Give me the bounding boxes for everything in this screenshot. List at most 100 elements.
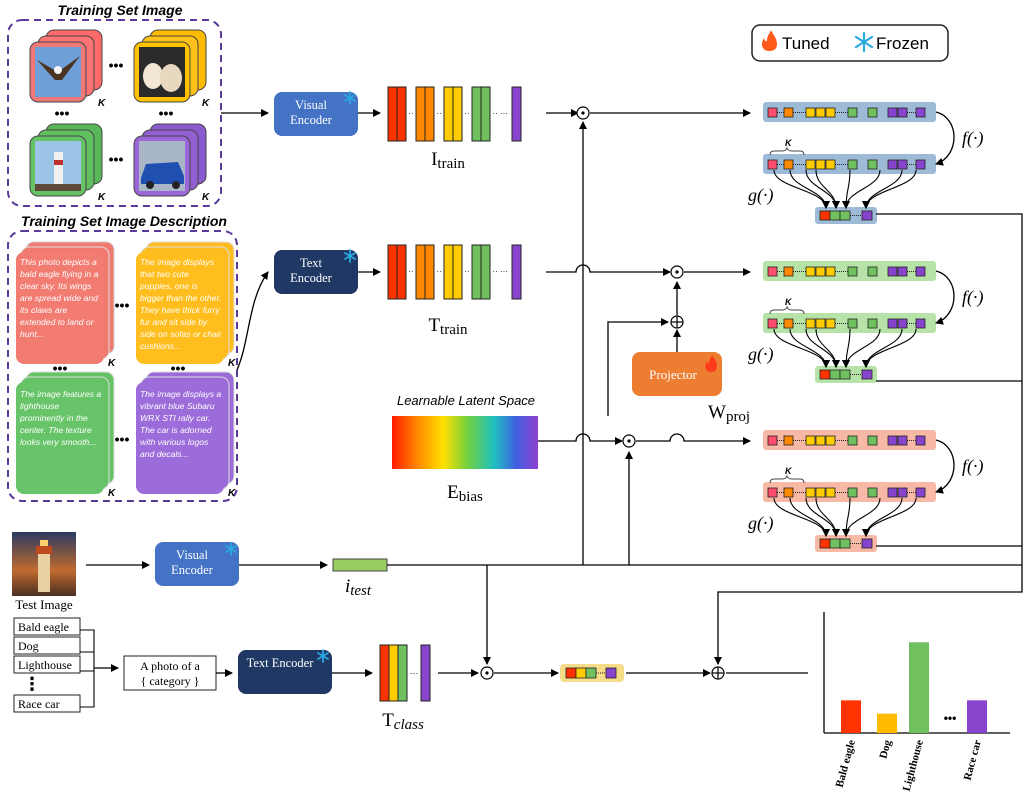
k-label: K — [108, 358, 116, 369]
label-test-image: Test Image — [15, 597, 72, 612]
token-cell — [897, 266, 908, 277]
desc-text-puppies: The image displays that two cute puppies… — [140, 257, 222, 351]
tick-label: Race car — [962, 739, 984, 782]
token-cell — [847, 107, 858, 118]
k-label: K — [98, 192, 106, 203]
token-cell — [915, 107, 926, 118]
token-cell — [897, 487, 908, 498]
token-cell — [897, 159, 908, 170]
token-cell — [887, 487, 898, 498]
label-latent-space: Learnable Latent Space — [397, 393, 535, 408]
test-image — [12, 532, 76, 596]
k-label: K — [98, 98, 106, 109]
ellipsis: ••• — [109, 57, 124, 73]
feature-column — [452, 244, 463, 300]
train-image-car — [133, 123, 207, 197]
token-cell — [847, 487, 858, 498]
class-box — [13, 655, 81, 674]
feature-column — [396, 86, 407, 142]
token-cell — [847, 435, 858, 446]
token-cell — [815, 318, 826, 329]
k-label: K — [202, 98, 210, 109]
svg-text:···: ··· — [500, 267, 508, 276]
token-cell — [767, 487, 778, 498]
ellipsis: ••• — [55, 105, 70, 121]
train-image-eagle — [29, 29, 103, 103]
ellipsis: ••• — [115, 431, 130, 447]
token-cell — [819, 210, 831, 221]
token-cell — [825, 318, 836, 329]
feature-column — [480, 244, 491, 300]
fused-logit-feature — [560, 664, 624, 682]
f-function-label: f(·) — [962, 128, 984, 149]
token-cell — [839, 538, 851, 549]
class-box — [13, 694, 81, 713]
token-cell — [825, 435, 836, 446]
token-cell — [805, 107, 816, 118]
token-cell — [815, 107, 826, 118]
k-label: K — [108, 488, 116, 499]
token-cell — [825, 107, 836, 118]
token-cell — [825, 487, 836, 498]
bar — [841, 700, 861, 733]
g-function-label: g(·) — [748, 513, 774, 534]
token-cell — [805, 318, 816, 329]
token-cell — [605, 667, 617, 679]
token-cell — [815, 266, 826, 277]
feature-column — [452, 86, 463, 142]
add-op — [711, 666, 725, 680]
legend-frozen: Frozen — [876, 34, 929, 53]
token-cell — [819, 538, 831, 549]
token-cell — [829, 538, 841, 549]
token-cell — [897, 107, 908, 118]
snowflake-icon — [344, 249, 356, 263]
t-train-features: ··········· — [387, 244, 522, 300]
token-cell — [783, 487, 794, 498]
tick-label: Dog — [877, 738, 894, 760]
hadamard-op — [670, 265, 684, 279]
token-cell — [829, 210, 841, 221]
snowflake-icon — [225, 542, 237, 556]
token-cell — [897, 435, 908, 446]
token-cell — [565, 667, 577, 679]
svg-text:A photo of a: A photo of a — [140, 659, 200, 673]
train-image-puppies — [133, 29, 207, 103]
label-t-class: Tclass — [382, 710, 424, 733]
token-cell — [847, 266, 858, 277]
feature-column — [511, 86, 522, 142]
bar — [967, 700, 987, 733]
projector-module: Projector — [632, 352, 722, 396]
token-cell — [887, 435, 898, 446]
label-w-proj: Wproj — [708, 402, 750, 425]
k-label: K — [228, 488, 236, 499]
token-cell — [815, 435, 826, 446]
token-cell — [867, 266, 878, 277]
svg-text:··: ·· — [492, 109, 497, 118]
legend: Tuned Frozen — [751, 24, 949, 62]
token-cell — [585, 667, 597, 679]
token-cell — [783, 435, 794, 446]
ellipsis: ••• — [109, 151, 124, 167]
text-encoder-class: Text Encoder — [238, 649, 332, 694]
feature-column — [397, 644, 408, 702]
svg-text:···: ··· — [410, 668, 419, 678]
feature-column — [420, 644, 431, 702]
tick-label: Lighthouse — [901, 739, 926, 793]
feature-column — [415, 86, 426, 142]
train-image-lighthouse — [29, 123, 103, 197]
token-cell — [861, 369, 873, 380]
prompt-template: A photo of a { category } — [123, 655, 217, 691]
train-desc-frame — [7, 230, 238, 502]
desc-card-lighthouse — [16, 371, 115, 494]
token-cell — [867, 107, 878, 118]
token-cell — [915, 318, 926, 329]
label-t-train: Ttrain — [428, 315, 468, 338]
token-cell — [915, 435, 926, 446]
svg-text:··: ·· — [408, 267, 413, 276]
token-cell — [783, 266, 794, 277]
feature-column — [443, 244, 454, 300]
operators — [480, 106, 725, 680]
section-title-train-images: Training Set Image — [58, 2, 183, 18]
feature-column — [379, 644, 390, 702]
token-cell — [767, 435, 778, 446]
